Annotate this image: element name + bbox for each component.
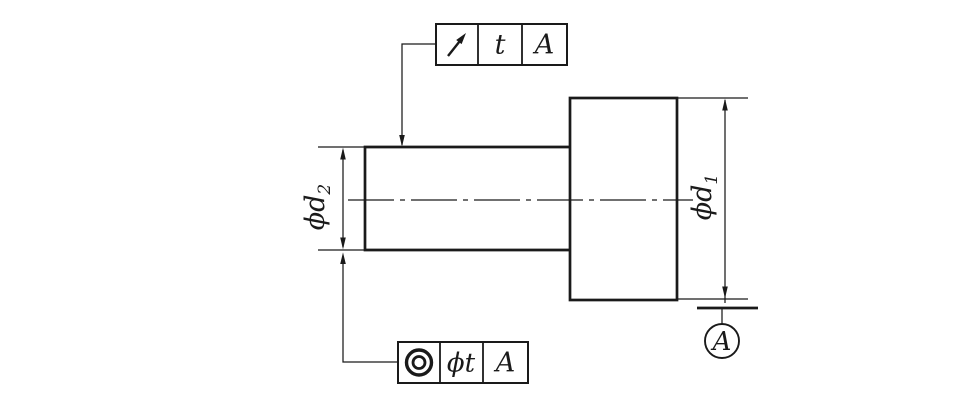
dimension-d2-label: ϕd2 — [300, 184, 335, 231]
concentricity-datum-ref: A — [493, 348, 516, 379]
part-outline — [363, 96, 679, 302]
concentricity-leader-line — [342, 257, 398, 363]
concentricity-leader-arrowhead — [340, 252, 346, 264]
dimension-d2: ϕd2 — [300, 146, 365, 251]
fcf-runout: t A — [399, 23, 568, 147]
circular-runout-icon — [447, 33, 466, 57]
concentricity-icon-inner-circle — [411, 355, 427, 370]
datum-letter: A — [711, 327, 732, 357]
concentricity-icon-outer-circle — [404, 348, 434, 377]
runout-leader-line — [401, 43, 436, 145]
d2-arrowhead-bottom — [340, 237, 346, 250]
runout-icon-shaft — [447, 40, 461, 57]
runout-tolerance-value: t — [495, 30, 506, 61]
d1-arrowhead-bottom — [722, 286, 728, 299]
dimension-d1-label: ϕd1 — [687, 174, 722, 221]
concentricity-icon — [404, 348, 434, 377]
small-shaft-outline — [363, 145, 570, 252]
d2-label-subscript: 2 — [315, 184, 335, 196]
large-cylinder-outline — [568, 96, 679, 302]
concentricity-tolerance-value: ϕt — [447, 349, 476, 379]
dimension-d1: ϕd1 — [677, 97, 748, 303]
datum-circle — [704, 323, 740, 359]
runout-icon-arrowhead — [456, 33, 466, 45]
runout-leader-arrowhead — [399, 135, 405, 147]
d1-label-main: ϕd — [687, 185, 718, 221]
runout-datum-ref: A — [532, 30, 555, 61]
d1-arrowhead-top — [722, 98, 728, 111]
d2-arrowhead-top — [340, 147, 346, 160]
fcf-concentricity: ϕt A — [340, 252, 529, 384]
d1-label-subscript: 1 — [702, 174, 722, 185]
datum-feature-symbol: A — [697, 306, 758, 359]
d2-label-main: ϕd — [300, 195, 331, 231]
